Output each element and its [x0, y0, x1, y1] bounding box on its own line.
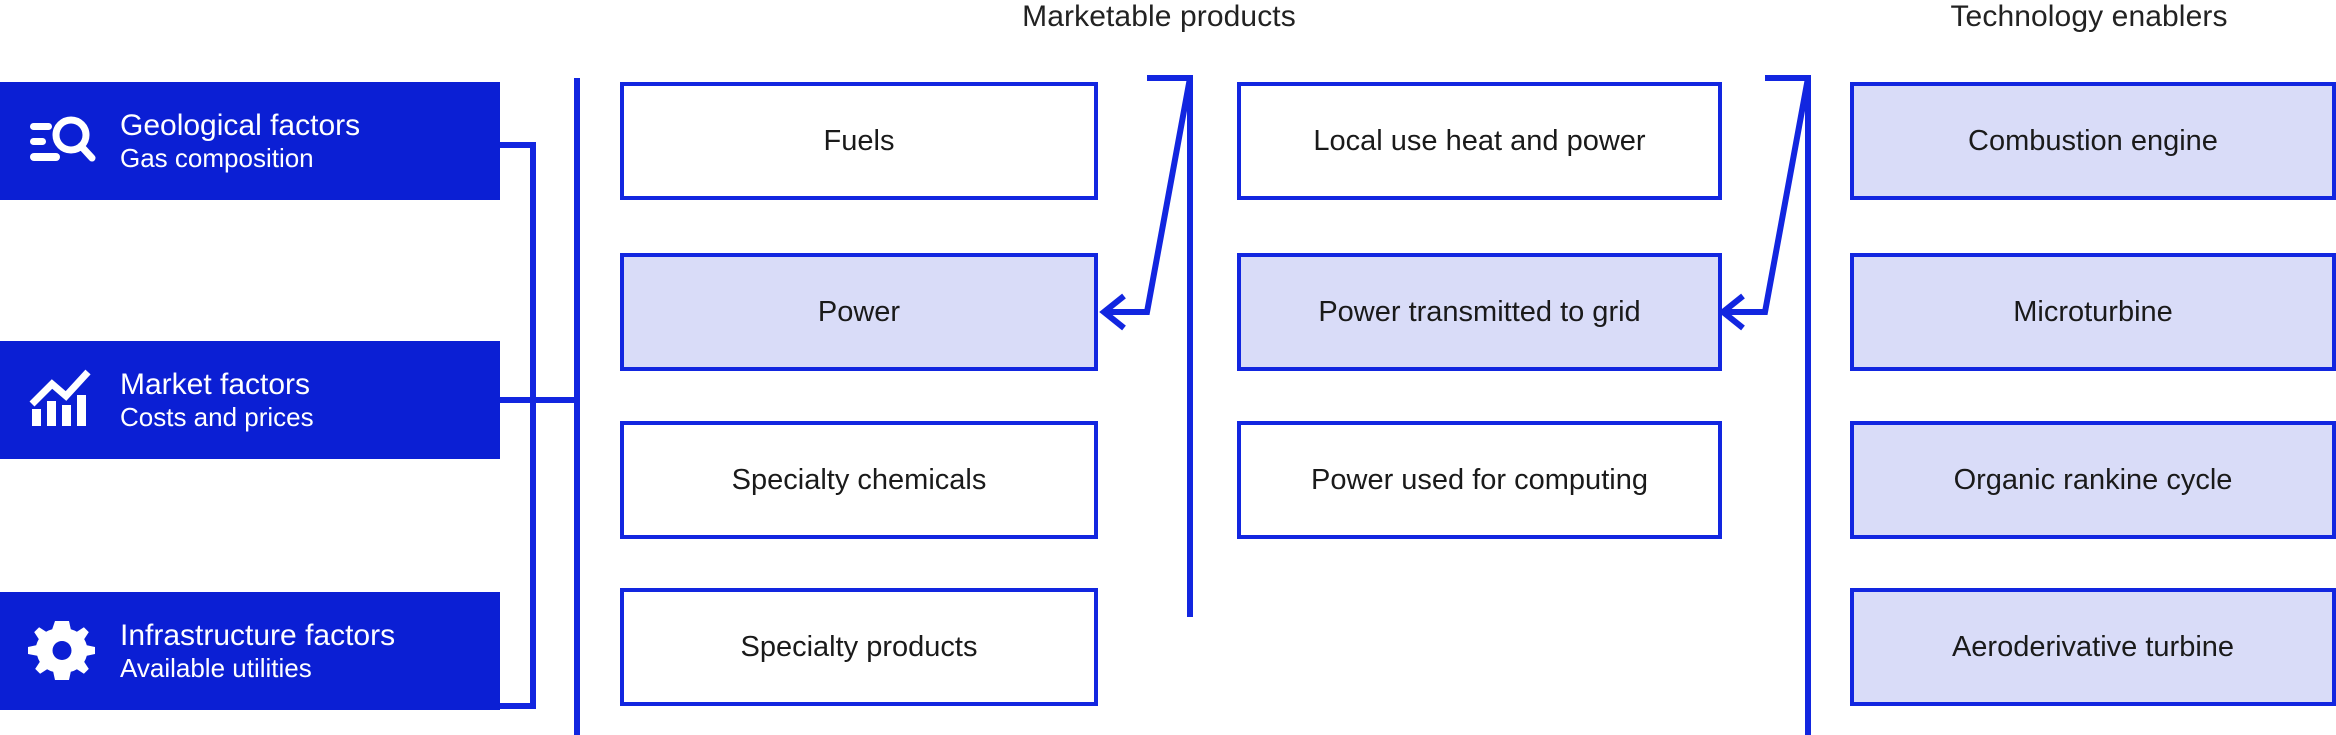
search-list-icon: [26, 105, 98, 177]
bar-chart-trend-icon: [26, 364, 98, 436]
gear-icon: [26, 615, 98, 687]
factor-subtitle: Gas composition: [120, 143, 314, 174]
factor-card-geological[interactable]: Geological factors Gas composition: [0, 82, 500, 200]
factor-title: Geological factors: [120, 108, 361, 142]
power-to-grid-arrow: [1099, 75, 1193, 617]
factor-card-market[interactable]: Market factors Costs and prices: [0, 341, 500, 459]
enabler-box-aeroderivative-turbine[interactable]: Aeroderivative turbine: [1850, 588, 2336, 706]
enabler-box-microturbine[interactable]: Microturbine: [1850, 253, 2336, 371]
product-box-local-use-heat-and-power[interactable]: Local use heat and power: [1237, 82, 1722, 200]
header-marketable-products: Marketable products: [1022, 0, 1296, 33]
enabler-box-organic-rankine-cycle[interactable]: Organic rankine cycle: [1850, 421, 2336, 539]
product-box-power-transmitted-to-grid[interactable]: Power transmitted to grid: [1237, 253, 1722, 371]
factor-bracket: [500, 142, 577, 709]
factor-subtitle: Available utilities: [120, 653, 312, 684]
factor-subtitle: Costs and prices: [120, 402, 314, 433]
factor-card-infrastructure[interactable]: Infrastructure factors Available utiliti…: [0, 592, 500, 710]
enabler-box-combustion-engine[interactable]: Combustion engine: [1850, 82, 2336, 200]
header-technology-enablers: Technology enablers: [1950, 0, 2228, 33]
product-box-fuels[interactable]: Fuels: [620, 82, 1098, 200]
grid-to-enabler-arrow: [1718, 75, 1811, 735]
product-box-power-used-for-computing[interactable]: Power used for computing: [1237, 421, 1722, 539]
product-box-power[interactable]: Power: [620, 253, 1098, 371]
product-box-specialty-chemicals[interactable]: Specialty chemicals: [620, 421, 1098, 539]
factor-title: Infrastructure factors: [120, 618, 396, 652]
product-box-specialty-products[interactable]: Specialty products: [620, 588, 1098, 706]
factor-title: Market factors: [120, 367, 311, 401]
